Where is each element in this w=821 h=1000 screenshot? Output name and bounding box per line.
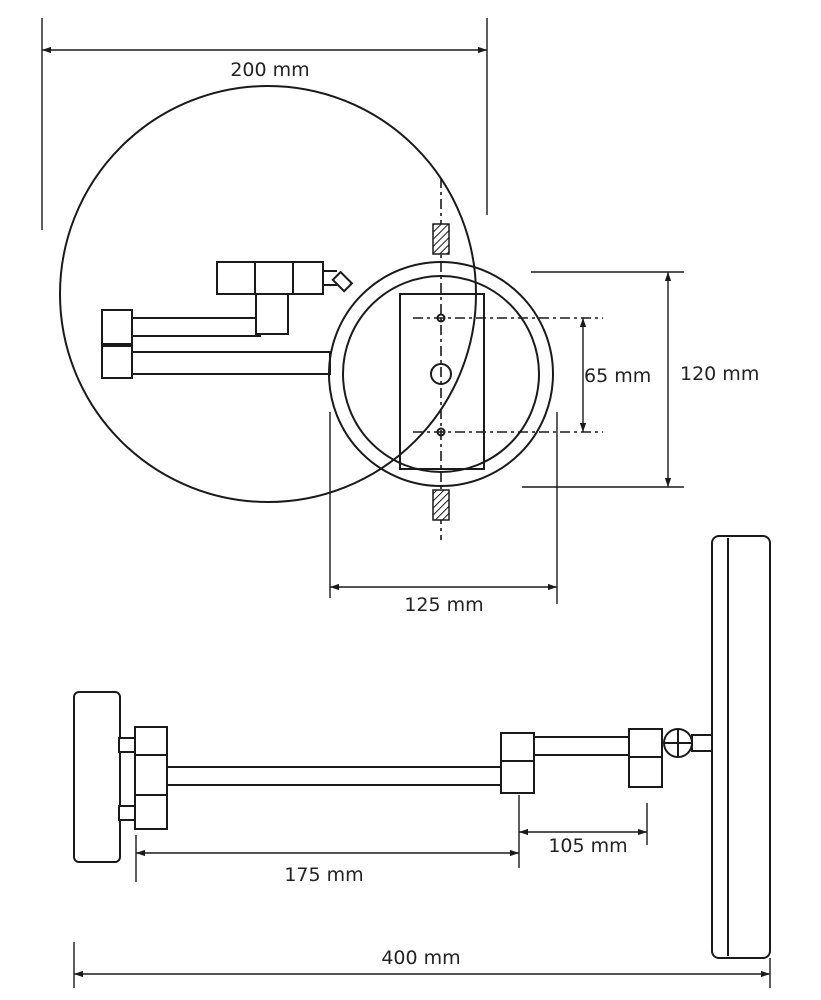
arm-knuckle xyxy=(101,345,133,379)
end-joint xyxy=(628,728,663,758)
dimension-mirror-diameter: 200 mm xyxy=(41,18,488,230)
dimension-label-65: 65 mm xyxy=(584,365,651,387)
base-stub xyxy=(118,737,136,753)
wall-plug-bottom xyxy=(432,489,450,521)
arm-joint xyxy=(254,261,294,295)
mirror-stub xyxy=(691,734,713,752)
dimension-label-200: 200 mm xyxy=(230,59,309,81)
dimension-label-175: 175 mm xyxy=(284,864,363,886)
mirror-side-profile xyxy=(711,535,771,959)
wall-plug-top xyxy=(432,223,450,255)
dimension-label-120: 120 mm xyxy=(680,363,759,385)
base-joint xyxy=(134,754,168,796)
mounting-plate xyxy=(399,293,485,470)
long-arm xyxy=(166,766,502,786)
arm-joint xyxy=(292,261,324,295)
base-stub xyxy=(118,805,136,821)
dimension-long-arm: 175 mm xyxy=(135,835,519,886)
pivot-screw xyxy=(331,270,354,293)
dimension-mount-diameter: 120 mm xyxy=(522,271,759,488)
middle-joint xyxy=(500,732,535,762)
short-arm xyxy=(533,736,631,756)
arm-tube-lower xyxy=(131,351,331,375)
centerlines xyxy=(413,178,603,540)
dimension-label-125: 125 mm xyxy=(404,594,483,616)
arm-tube-upper xyxy=(131,317,261,337)
front-view: 200 mm xyxy=(41,18,759,616)
end-joint xyxy=(628,756,663,788)
dimension-total-reach: 400 mm xyxy=(73,942,771,988)
dimension-label-105: 105 mm xyxy=(548,835,627,857)
arm-joint xyxy=(216,261,256,295)
arm-joint xyxy=(255,291,289,335)
dimension-hole-spacing: 65 mm xyxy=(579,318,651,432)
middle-joint xyxy=(500,760,535,794)
dimension-short-arm: 105 mm xyxy=(518,795,648,868)
side-view: 105 mm 175 mm 400 mm xyxy=(73,535,771,988)
base-joint xyxy=(134,794,168,830)
front-arm xyxy=(101,261,354,379)
arm-knuckle xyxy=(101,309,133,345)
dimension-label-400: 400 mm xyxy=(381,947,460,969)
wall-base-plate xyxy=(73,691,121,863)
dimension-mount-width: 125 mm xyxy=(329,412,558,616)
base-joint xyxy=(134,726,168,756)
